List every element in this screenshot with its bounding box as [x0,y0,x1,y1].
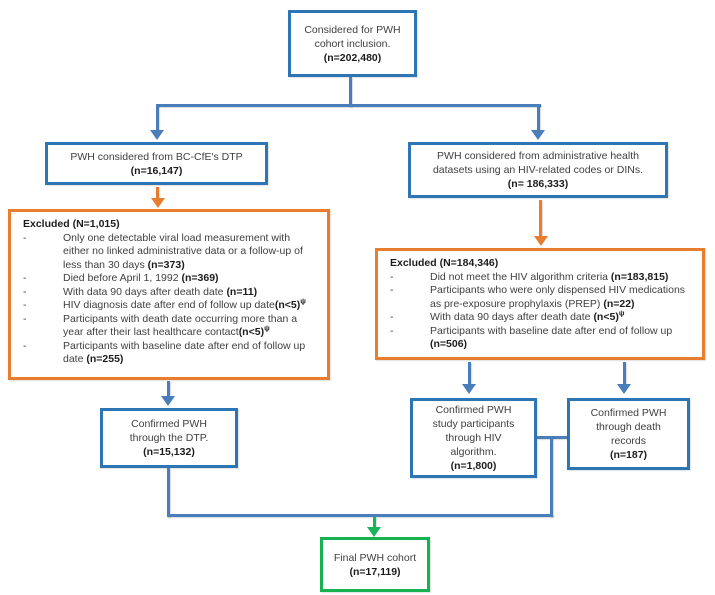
node-line: Considered for PWH [304,23,401,36]
connector-admin-to-excluded [539,200,542,237]
node-line: Confirmed PWH [590,407,667,419]
node-line: Final PWH cohort [333,551,417,564]
node-count: (n=17,119) [349,565,401,578]
footnote-symbol: ψ [300,296,306,306]
footnote-symbol: ψ [618,308,625,318]
exclusion-text: (n=506) [430,338,468,350]
exclusion-item: - With data 90 days after death date (n=1… [23,286,319,300]
node-line: cohort inclusion. [314,37,391,50]
node-final-cohort: Final PWH cohort(n=17,119) [320,537,430,592]
arrowhead-to-confirmed-algorithm-icon [462,384,476,394]
connector-top-stem [349,77,352,107]
node-branch-dtp: PWH considered from BC-CfE's DTP(n=16,14… [45,142,268,185]
node-line: study participants [432,418,515,430]
arrowhead-to-branch-admin-icon [531,130,545,140]
node-confirmed-dtp: Confirmed PWH through the DTP. (n=15,132) [100,408,238,468]
exclusion-item: - Died before April 1, 1992 (n=369) [23,272,319,286]
footnote-symbol: ψ [264,323,270,333]
excluded-dtp-list: - Only one detectable viral load measurem… [23,232,319,367]
arrowhead-to-branch-dtp-icon [150,130,164,140]
exclusion-text: (n=22) [603,297,635,310]
exclusion-text: (n<5) [274,299,301,311]
exclusion-item: - Participants with death date occurring … [23,313,319,340]
exclusion-item: - Did not meet the HIV algorithm criteria… [390,271,694,285]
exclusion-item: - HIV diagnosis date after end of follow … [23,296,319,313]
exclusion-text: HIV diagnosis date after end of follow u… [63,299,275,311]
node-line: datasets using an HIV-related codes or D… [432,164,644,176]
node-count: (n=187) [609,449,648,461]
bullet-dash: - [23,312,27,325]
node-count: (n=1,800) [450,460,497,472]
exclusion-text: Participants with baseline date after en… [430,324,673,337]
bullet-dash: - [23,231,27,244]
node-line: algorithm. [450,446,497,458]
connector-dtp-to-excluded [156,187,159,199]
connector-left-merge-drop [167,468,170,517]
bullet-dash: - [390,324,394,337]
exclusion-text: (n=369) [181,272,219,284]
connector-right-drop [537,104,540,132]
connector-to-final [373,517,376,528]
connector-right-merge-drop [550,436,553,517]
arrowhead-to-confirmed-dtp-icon [161,396,175,406]
node-line: Confirmed PWH [131,418,207,430]
node-count: (n=16,147) [130,164,183,177]
connector-to-confirmed-death [623,362,626,386]
node-count: (n= 186,333) [507,178,569,190]
node-line: records [610,435,646,447]
excluded-admin-title: Excluded (N=184,346) [390,257,499,269]
excluded-dtp-title: Excluded (N=1,015) [23,218,120,230]
connector-to-confirmed-algorithm [468,362,471,386]
node-count: (n=202,480) [323,51,382,64]
exclusion-text: Participants with death date occurring m… [63,312,298,339]
exclusion-item: - Only one detectable viral load measurem… [23,232,319,273]
bullet-dash: - [23,272,27,284]
exclusion-item: - Participants who were only dispensed HI… [390,284,694,311]
bullet-dash: - [23,339,27,352]
exclusion-text: (n=183,815) [610,270,669,283]
bullet-dash: - [390,284,394,296]
node-excluded-dtp: Excluded (N=1,015) - Only one detectable … [8,209,330,380]
arrowhead-to-confirmed-death-icon [617,384,631,394]
connector-left-drop [156,104,159,132]
exclusion-text: (n=11) [226,285,258,298]
node-branch-admin: PWH considered from administrative healt… [408,142,668,198]
node-line: PWH considered from administrative healt… [437,150,639,162]
exclusion-text: Participants with baseline date after en… [63,339,306,366]
bullet-dash: - [390,270,394,283]
bullet-dash: - [23,299,27,311]
connector-top-split [156,104,541,107]
exclusion-text: (n=255) [86,353,124,365]
exclusion-text: Participants who were only dispensed HIV… [430,284,686,310]
excluded-admin-list: - Did not meet the HIV algorithm criteria… [390,271,694,352]
bullet-dash: - [23,285,27,298]
bullet-dash: - [390,311,394,323]
exclusion-item: - With data 90 days after death date (n<5… [390,308,694,325]
connector-merge-bar [167,514,553,517]
exclusion-text: (n<5) [238,326,265,338]
exclusion-text: (n=373) [147,258,185,271]
node-confirmed-death: Confirmed PWH through death records (n=187) [567,398,690,470]
exclusion-text: Died before April 1, 1992 [63,272,182,284]
exclusion-item: - Participants with baseline date after e… [390,325,694,352]
node-line: PWH considered from BC-CfE's DTP [70,150,243,163]
exclusion-text: Did not meet the HIV algorithm criteria [430,270,611,283]
arrowhead-to-excluded-dtp-icon [151,198,165,208]
node-count: (n=15,132) [143,446,195,458]
exclusion-text: Only one detectable viral load measureme… [63,231,303,271]
exclusion-text: (n<5) [593,311,619,323]
exclusion-item: - Participants with baseline date after e… [23,340,319,367]
node-confirmed-algorithm: Confirmed PWH study participants through H… [410,398,537,478]
node-line: Confirmed PWH [435,404,512,416]
node-line: through the DTP. [129,432,209,444]
arrowhead-to-excluded-admin-icon [534,236,548,246]
connector-excluded-to-confirmed-dtp [167,381,170,398]
node-line: through HIV [445,432,502,444]
node-line: through death [596,421,661,433]
node-excluded-admin: Excluded (N=184,346) - Did not meet the H… [375,248,705,360]
arrowhead-to-final-icon [367,527,381,537]
exclusion-text: With data 90 days after death date [63,285,227,298]
exclusion-text: With data 90 days after death date [430,311,594,323]
